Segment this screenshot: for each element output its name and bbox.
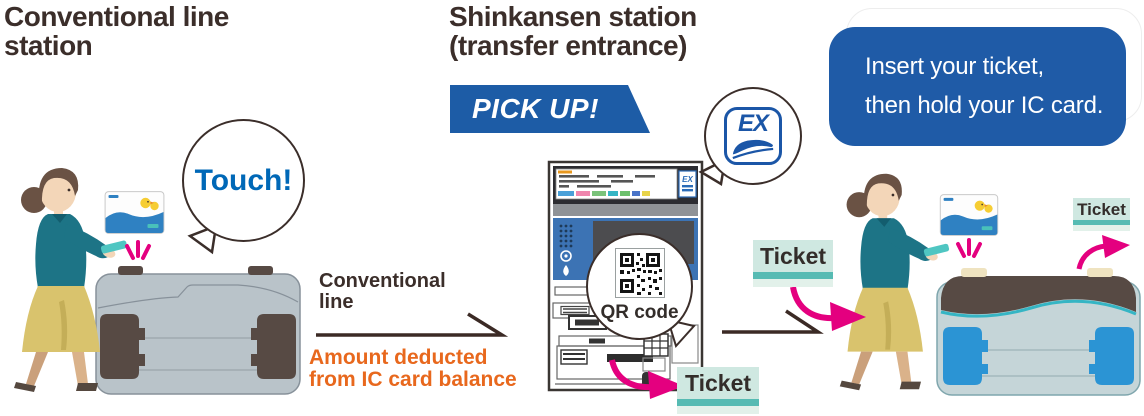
- ex-logo-label: EX: [737, 110, 769, 137]
- transfer-arrow: [722, 309, 824, 334]
- ticket-tag-label: Ticket: [684, 370, 752, 396]
- shinkansen-gate: [936, 268, 1141, 396]
- note-line: from IC card balance: [309, 368, 517, 391]
- ticket-tag-stripe: [753, 272, 833, 279]
- qr-bubble-label: QR code: [600, 302, 679, 323]
- ticket-tag-stripe: [1073, 225, 1130, 231]
- amount-deducted-note: Amount deducted from IC card balance: [309, 347, 517, 391]
- note-line: Amount deducted: [309, 346, 488, 369]
- ticket-tag-label: Ticket: [1077, 200, 1126, 219]
- ticket-tag-carried: Ticket: [753, 240, 833, 287]
- ticket-dispense-arrow: [609, 359, 684, 399]
- ticket-tag-stripe: [753, 279, 833, 287]
- ticket-tag-from-machine: Ticket: [677, 367, 759, 414]
- touch-bubble: Touch!: [182, 119, 305, 242]
- flow-label-line: Conventional: [319, 270, 446, 292]
- ticket-tag-stripe: [677, 399, 759, 406]
- ex-app-bubble: EX: [704, 87, 802, 185]
- heading-conventional-station: Conventional line station: [4, 2, 304, 60]
- ticket-tag-stripe: [1073, 220, 1130, 225]
- qr-code-bubble: QR code: [586, 233, 693, 340]
- heading-line: Conventional line: [4, 1, 229, 32]
- qr-code-icon: [614, 248, 665, 298]
- ticket-carry-arrow: [790, 286, 866, 331]
- instruction-line: Insert your ticket,: [865, 53, 1044, 80]
- touch-rays-right-icon: [956, 238, 982, 258]
- machine-ex-badge: EX: [682, 175, 693, 184]
- heading-line: Shinkansen station: [449, 1, 697, 32]
- ticket-tag-stripe: [677, 406, 759, 414]
- pickup-banner-label: PICK UP!: [472, 93, 599, 124]
- conventional-line-label: Conventional line: [319, 271, 446, 313]
- conventional-gate: [95, 266, 301, 395]
- ic-card-right: [939, 194, 999, 236]
- instruction-bubble: Insert your ticket, then hold your IC ca…: [829, 27, 1126, 146]
- conventional-line-arrow: [316, 312, 509, 337]
- instruction-line: then hold your IC card.: [865, 92, 1104, 119]
- touch-bubble-label: Touch!: [194, 163, 293, 197]
- heading-shinkansen-station: Shinkansen station (transfer entrance): [449, 2, 779, 60]
- pickup-banner: PICK UP!: [450, 85, 650, 133]
- ticket-tag-at-gate: Ticket: [1073, 198, 1130, 231]
- ticket-insert-arrow: [1076, 235, 1130, 270]
- ticket-tag-label: Ticket: [759, 243, 827, 269]
- touch-bubble-tail: [187, 224, 218, 255]
- flow-label-line: line: [319, 291, 354, 313]
- train-icon: [732, 139, 774, 159]
- heading-line: station: [4, 30, 93, 61]
- heading-line: (transfer entrance): [449, 30, 687, 61]
- ic-card-left: [104, 191, 165, 234]
- ex-logo: EX: [724, 107, 782, 165]
- touch-rays-left-icon: [125, 240, 151, 260]
